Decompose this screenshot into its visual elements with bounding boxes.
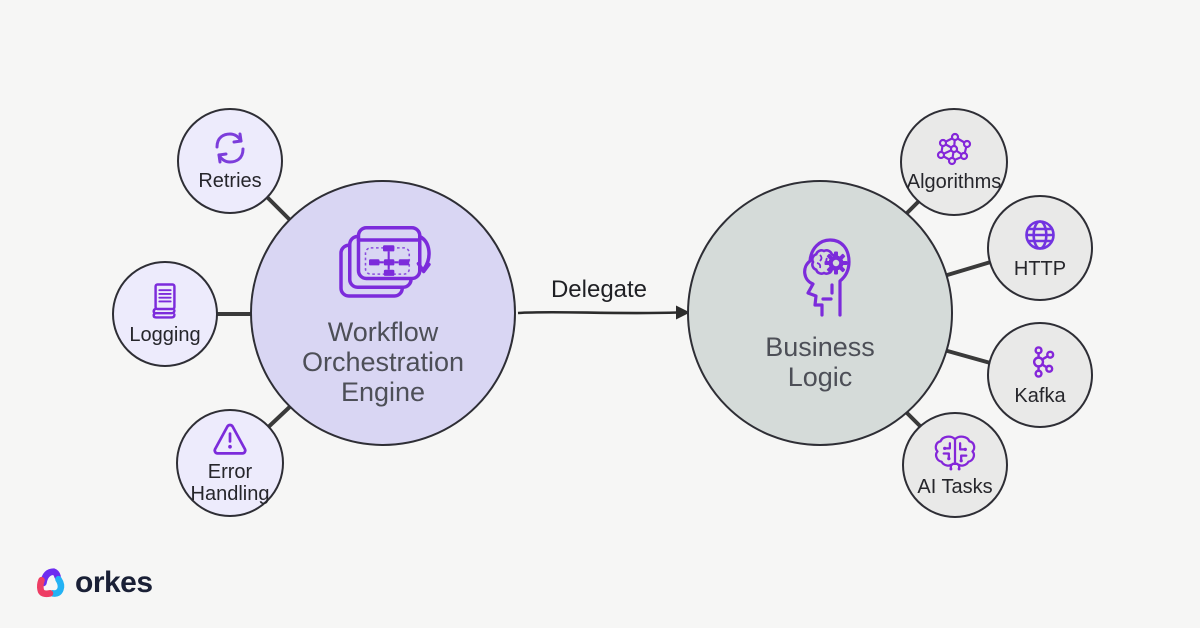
- business-hub-label: Business Logic: [765, 332, 875, 392]
- ai-tasks-node: AI Tasks: [902, 412, 1008, 518]
- logging-label: Logging: [129, 324, 200, 346]
- orkes-logo-icon: [36, 568, 65, 598]
- delegate-label: Delegate: [550, 276, 648, 303]
- satellite-label-line: Algorithms: [906, 170, 1002, 193]
- satellite-label-line: Kafka: [1014, 384, 1066, 407]
- error-handling-node: Error Handling: [176, 409, 284, 517]
- satellite-label-line: AI Tasks: [917, 475, 993, 498]
- retries-label: Retries: [198, 170, 261, 192]
- algorithms-node: Algorithms: [900, 108, 1008, 216]
- business-logic-node: Business Logic: [687, 180, 953, 446]
- error-handling-label: Error Handling: [191, 461, 270, 505]
- workflow-stack-icon: [339, 225, 431, 298]
- satellite-label-line: Logging: [129, 324, 201, 346]
- retries-icon: [215, 132, 245, 163]
- gear-part: [824, 251, 848, 274]
- logging-icon: [152, 283, 176, 319]
- algorithms-icon: [936, 132, 972, 165]
- hub-label-line: Business: [765, 331, 875, 362]
- http-node: HTTP: [987, 195, 1093, 301]
- kafka-label: Kafka: [1014, 385, 1065, 407]
- http-label: HTTP: [1014, 258, 1066, 280]
- workflow-orchestration-engine-node: Workflow Orchestration Engine: [250, 180, 516, 446]
- brand-footer: orkes: [34, 566, 153, 600]
- algorithms-label: Algorithms: [907, 171, 1001, 193]
- hub-label-line: Workflow: [327, 316, 439, 347]
- hub-label-line: Orchestration: [301, 346, 465, 377]
- hub-label-line: Engine: [340, 376, 426, 407]
- hub-label-line: Logic: [787, 361, 853, 392]
- business-logic-icon: [803, 237, 851, 317]
- brand-wordmark: orkes: [75, 566, 153, 599]
- retries-node: Retries: [177, 108, 283, 214]
- satellite-label-line: Error: [207, 461, 253, 483]
- http-icon: [1025, 219, 1055, 250]
- ai-tasks-icon: [934, 435, 976, 470]
- satellite-label-line: HTTP: [1013, 257, 1067, 280]
- satellite-label-line: Handling: [190, 483, 270, 505]
- kafka-icon: [1032, 345, 1054, 378]
- workflow-hub-label: Workflow Orchestration Engine: [302, 317, 464, 407]
- delegate-arrow: [517, 305, 690, 320]
- ai-tasks-label: AI Tasks: [917, 476, 992, 498]
- kafka-node: Kafka: [987, 322, 1093, 428]
- satellite-label-line: Retries: [198, 169, 262, 192]
- logging-node: Logging: [112, 261, 218, 367]
- error-handling-icon: [213, 423, 247, 455]
